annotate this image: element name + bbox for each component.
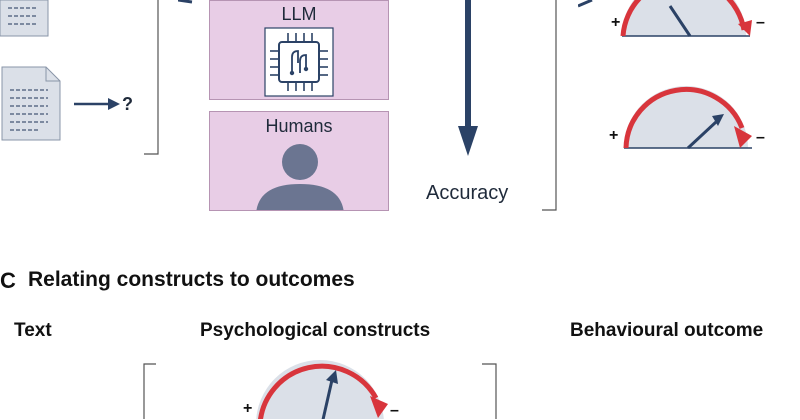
chip-icon: [264, 27, 334, 97]
bracket-bottom-right: [482, 363, 497, 419]
section-title: Relating constructs to outcomes: [28, 268, 355, 291]
document-icon-top: [0, 0, 49, 37]
column-heading-psychological: Psychological constructs: [200, 320, 431, 341]
question-mark: ?: [122, 94, 133, 114]
section-letter: C: [0, 268, 16, 293]
llm-label: LLM: [281, 4, 317, 24]
gauge-bottom-plus: +: [243, 400, 253, 417]
person-icon: [256, 144, 344, 210]
accuracy-label: Accuracy: [426, 182, 509, 204]
gauge-top-minus: –: [756, 14, 765, 31]
gauge-middle-minus: –: [756, 129, 765, 146]
bracket-left-group: [144, 0, 159, 155]
arrow-fragment-icon: [178, 0, 193, 4]
gauge-top-plus: +: [611, 14, 621, 31]
arrow-right-icon: [74, 98, 120, 110]
llm-panel: LLM: [209, 0, 389, 100]
gauge-bottom: [256, 360, 388, 419]
document-icon: [1, 66, 61, 141]
arrow-fragment-icon-right: [578, 0, 593, 8]
column-heading-behavioural: Behavioural outcome: [570, 320, 764, 341]
humans-panel: Humans: [209, 111, 389, 211]
gauge-top: [620, 0, 752, 37]
gauge-middle-plus: +: [609, 127, 619, 144]
gauge-middle: [623, 86, 752, 150]
bracket-right-group: [542, 0, 557, 211]
gauge-bottom-minus: –: [390, 402, 399, 419]
column-heading-text: Text: [14, 320, 52, 341]
bracket-bottom-left: [143, 363, 156, 419]
humans-label: Humans: [265, 116, 333, 136]
arrow-down-icon: [458, 0, 478, 156]
